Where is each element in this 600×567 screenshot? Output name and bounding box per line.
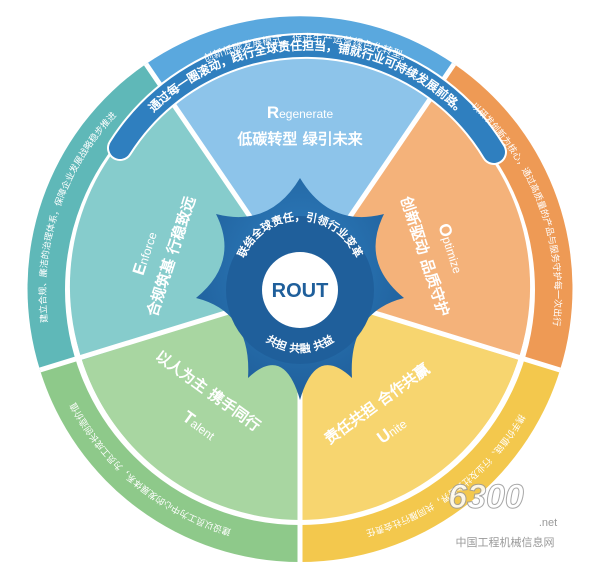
inner-segment-regenerate <box>168 56 432 291</box>
watermark-caption: 中国工程机械信息网 <box>456 535 555 549</box>
regenerate-title: 低碳转型 绿引未来 <box>236 130 363 148</box>
regenerate-heading: Regenerate <box>267 103 334 122</box>
inner-segment-talent <box>82 290 300 520</box>
center-disc <box>262 252 338 328</box>
center-hub: ROUT 联结全球责任，引领行业变革 共担 共融 共益 <box>196 178 404 400</box>
inner-segment-unite <box>300 290 518 520</box>
center-title: ROUT <box>272 280 329 302</box>
watermark: 6300 .net 中国工程机械信息网 <box>448 478 558 550</box>
watermark-number: 6300 <box>448 478 524 516</box>
watermark-domain: .net <box>539 517 557 529</box>
